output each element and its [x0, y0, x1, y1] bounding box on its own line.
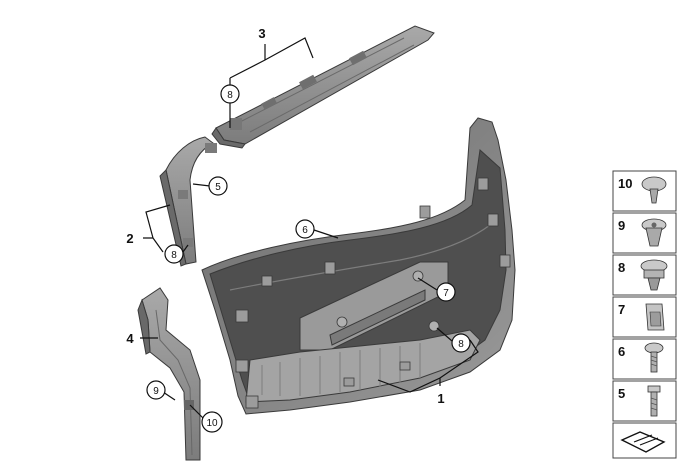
fastener-legend: 10 9 8 7 6	[612, 170, 677, 459]
pan-head-screw-icon	[644, 342, 664, 373]
callout-5: 5	[208, 176, 228, 196]
svg-text:10: 10	[618, 176, 632, 191]
svg-text:2: 2	[126, 231, 133, 246]
callout-8-lower: 8	[451, 333, 471, 353]
legend-row-5: 5	[612, 380, 677, 422]
legend-row-10: 10	[612, 170, 677, 212]
callout-6: 6	[295, 219, 315, 239]
svg-text:10: 10	[206, 418, 218, 429]
legend-row-9: 9	[612, 212, 677, 254]
legend-row-view-symbol	[612, 422, 677, 459]
bolt-icon	[647, 385, 661, 417]
legend-row-6: 6	[612, 338, 677, 380]
callout-8-left: 8	[164, 244, 184, 264]
svg-text:8: 8	[458, 339, 464, 350]
callout-7: 7	[436, 282, 456, 302]
upper-trim-strip	[211, 25, 435, 149]
svg-text:7: 7	[443, 288, 449, 299]
square-clip-icon	[645, 303, 665, 331]
svg-text:9: 9	[618, 218, 625, 233]
expanding-rivet-icon	[641, 218, 667, 247]
clip-nut-icon	[640, 259, 668, 291]
svg-text:9: 9	[153, 386, 159, 397]
svg-text:4: 4	[126, 331, 134, 346]
svg-text:8: 8	[227, 90, 233, 101]
svg-text:6: 6	[618, 344, 625, 359]
callout-label-4: 4	[126, 331, 134, 346]
svg-text:7: 7	[618, 302, 625, 317]
callout-label-2: 2	[126, 231, 133, 246]
callout-label-3: 3	[258, 26, 265, 41]
legend-row-8: 8	[612, 254, 677, 296]
legend-row-7: 7	[612, 296, 677, 338]
svg-text:3: 3	[258, 26, 265, 41]
left-pillar-trim	[137, 287, 201, 461]
callout-9: 9	[146, 380, 166, 400]
tailgate-trim-panel	[201, 117, 516, 415]
callout-10: 10	[201, 411, 223, 433]
svg-text:5: 5	[215, 182, 221, 193]
svg-text:8: 8	[618, 260, 625, 275]
svg-text:6: 6	[302, 225, 308, 236]
left-curved-trim	[159, 136, 217, 267]
callout-8-upper: 8	[220, 84, 240, 104]
svg-text:1: 1	[437, 391, 444, 406]
view-arrow-icon	[620, 431, 666, 453]
callout-label-1: 1	[437, 391, 444, 406]
svg-text:8: 8	[171, 250, 177, 261]
svg-text:5: 5	[618, 386, 625, 401]
push-rivet-icon	[641, 176, 667, 204]
